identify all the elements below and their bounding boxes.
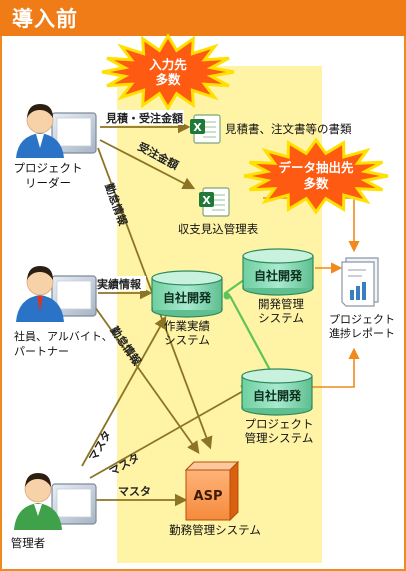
label-bg <box>104 110 184 125</box>
arrow-master-workresults <box>81 315 167 467</box>
work-results-name-line-1: 作業実績 <box>164 319 210 333</box>
page-title: 導入前 <box>12 7 78 31</box>
extract-burst-line-2: 多数 <box>303 176 329 191</box>
report-label-line-2: 進捗レポート <box>329 326 395 340</box>
project-mgmt-system-cylinder: 自社開発 <box>241 368 313 416</box>
project-mgmt-name-line-1: プロジェクト <box>245 417 314 431</box>
input-burst-line-2: 多数 <box>155 72 181 87</box>
master-label-1: マスタ <box>86 428 114 463</box>
project-mgmt-badge: 自社開発 <box>253 388 302 403</box>
project-leader-avatar <box>16 104 97 158</box>
burst-shape <box>243 137 389 215</box>
input-burst: 入力先 多数 <box>101 33 235 111</box>
arrow-order <box>99 139 196 190</box>
project-leader-label-line-2: リーダー <box>25 176 71 190</box>
work-results-badge: 自社開発 <box>163 290 212 305</box>
report-label-line-1: プロジェクト <box>329 313 395 326</box>
excel-icon: X <box>199 187 230 217</box>
staff-label-line-1: 社員、アルバイト、 <box>14 329 113 343</box>
extract-burst-line-1: データ抽出先 <box>278 160 354 175</box>
burst-shape <box>101 33 235 111</box>
flow-arrows <box>81 120 255 507</box>
green-link-node <box>223 292 231 300</box>
work-results-name-line-2: システム <box>164 333 210 347</box>
work-results-system-cylinder: 自社開発 <box>151 270 223 318</box>
svg-text:X: X <box>193 121 202 134</box>
estimates-doc-label: 見積書、注文書等の書類 <box>225 122 352 136</box>
dev-mgmt-name-line-2: システム <box>258 311 304 325</box>
input-burst-line-1: 入力先 <box>149 57 187 72</box>
green-link-projmgmt <box>229 295 271 371</box>
manager-avatar <box>14 473 97 530</box>
manager-label: 管理者 <box>11 536 46 550</box>
dev-mgmt-name-line-1: 開発管理 <box>258 297 304 311</box>
project-leader-label-line-1: プロジェクト <box>14 161 83 175</box>
svg-text:X: X <box>202 194 211 207</box>
title-bar: 導入前 <box>0 0 406 36</box>
staff-label-line-2: パートナー <box>14 345 69 358</box>
asp-attendance-box: ASP <box>184 460 240 522</box>
projmgmt-to-report-arrow <box>310 347 360 388</box>
asp-badge: ASP <box>194 489 223 504</box>
extract-burst: データ抽出先 多数 <box>243 137 389 215</box>
staff-avatar <box>16 266 97 322</box>
dev-mgmt-badge: 自社開発 <box>254 268 303 283</box>
master-label-3: マスタ <box>118 485 151 498</box>
report-document-icon <box>341 257 379 307</box>
excel-icon: X <box>190 114 221 144</box>
project-mgmt-name-line-2: 管理システム <box>245 431 314 445</box>
estimate-order-label: 見積・受注金額 <box>105 111 183 125</box>
budget-doc-label: 収支見込管理表 <box>178 222 259 236</box>
dev-mgmt-system-cylinder: 自社開発 <box>242 248 314 296</box>
arrow-master-projmgmt <box>89 384 255 479</box>
attendance-system-label: 勤務管理システム <box>169 523 261 537</box>
